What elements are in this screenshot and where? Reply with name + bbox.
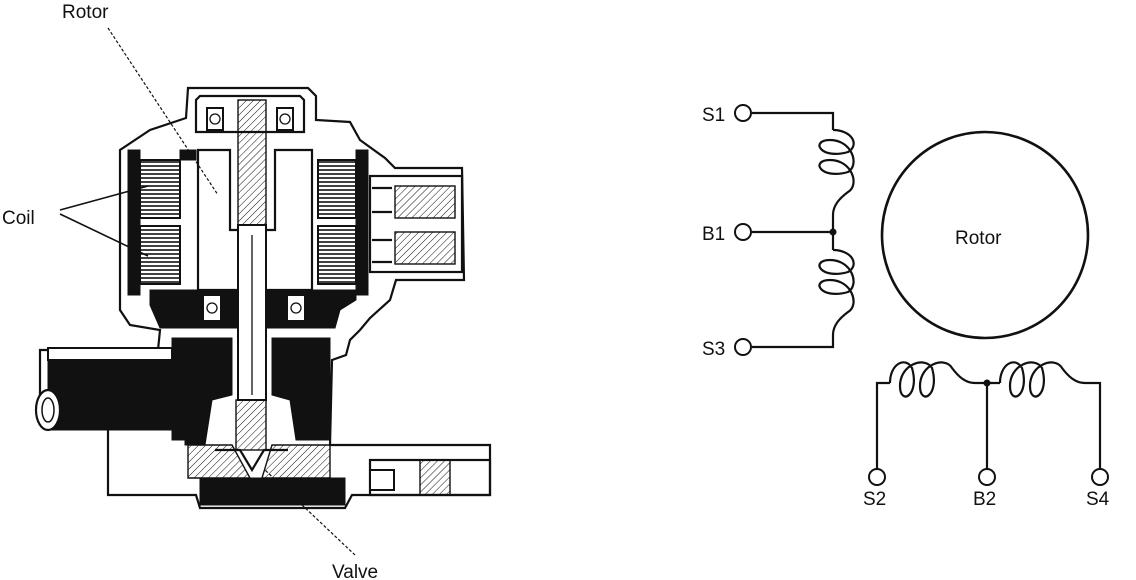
coil-leader-line-2: [59, 213, 149, 257]
electrical-connector: [368, 174, 464, 274]
coil-s2-b2: [888, 361, 976, 398]
coil-s1-b1: [818, 128, 855, 216]
b2-junction-dot: [983, 379, 991, 387]
coil-upper-left: [139, 159, 181, 219]
valve-label: Valve: [332, 562, 378, 580]
terminal-s2: [868, 468, 886, 486]
coil-label: Coil: [2, 208, 35, 229]
valve-body-left: [171, 337, 233, 446]
valve-spring: [235, 399, 267, 451]
terminal-b1-label: B1: [702, 224, 725, 245]
coil-leader-line-1: [59, 185, 149, 211]
terminal-s1: [734, 104, 752, 122]
coil-lower-right: [317, 225, 357, 285]
terminal-s1-label: S1: [702, 105, 725, 126]
vertical-winding: [752, 111, 855, 349]
housing-outline: [38, 86, 492, 510]
rotor-label-cutaway: Rotor: [62, 2, 109, 23]
terminal-s4: [1091, 468, 1109, 486]
terminal-s4-label: S4: [1086, 489, 1110, 510]
lower-bearing-right: [286, 294, 306, 322]
rotor-circle: [880, 130, 1090, 340]
horizontal-winding: [875, 361, 1102, 470]
rotor-leader-line: [107, 27, 219, 196]
upper-bearing-left: [206, 107, 224, 131]
terminal-s3: [734, 338, 752, 356]
terminal-b2-label: B2: [973, 489, 996, 510]
lead-screw: [237, 99, 267, 226]
coil-upper-right: [317, 159, 357, 219]
top-cap: [194, 94, 306, 134]
upper-bearing-right: [276, 107, 294, 131]
valve-leader-line: [264, 469, 356, 556]
rotor-label-schematic: Rotor: [955, 228, 1002, 249]
terminal-s3-label: S3: [702, 339, 725, 360]
terminal-b2: [978, 468, 996, 486]
valve-cutaway: Rotor Coil Valve: [2, 2, 492, 580]
terminal-s2-label: S2: [863, 489, 886, 510]
outlet-port-black: [199, 477, 346, 506]
b1-junction-dot: [829, 228, 837, 236]
coil-b1-s3: [818, 248, 855, 336]
inlet-pipe: [34, 347, 173, 432]
stepper-schematic: Rotor S1 B1 S3: [702, 104, 1110, 510]
terminal-b1: [734, 223, 752, 241]
lower-bearing-left: [202, 294, 222, 322]
valve-body-right: [271, 337, 331, 441]
coil-b2-s4: [998, 361, 1086, 398]
